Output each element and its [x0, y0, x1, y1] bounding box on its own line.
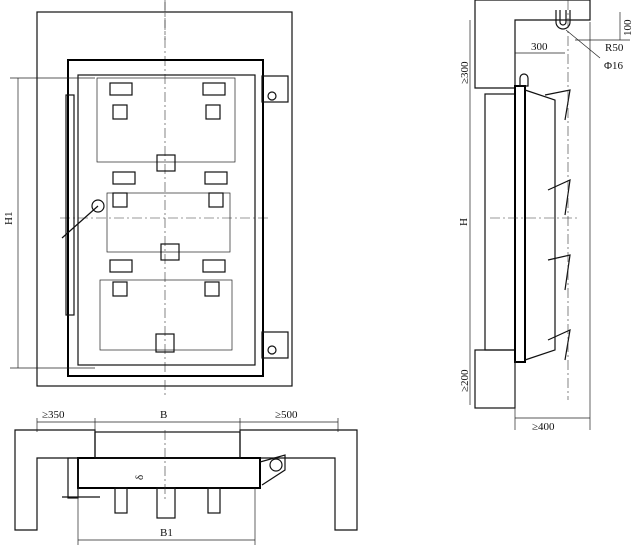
hook-diameter-label: Φ16 — [604, 60, 624, 72]
hook-height-label: 100 — [622, 19, 634, 36]
right-wall-section — [239, 429, 358, 531]
h1-dimension: H1 — [3, 77, 95, 369]
locking-bolts — [109, 82, 228, 353]
door-leaf-side — [514, 85, 526, 363]
upper-wall-section — [474, 0, 591, 89]
b-label: B — [160, 409, 167, 421]
h-label: H — [458, 218, 470, 226]
door-frame-side — [484, 93, 516, 351]
opening-plan — [94, 431, 241, 459]
side-view: ≥300 H ≥200 300 100 R50 Φ16 ≥400 — [458, 0, 634, 433]
left-wall-section — [14, 429, 96, 531]
panel-bottom — [99, 279, 233, 351]
left-clearance-label: ≥350 — [42, 409, 65, 421]
panel-middle — [106, 192, 231, 253]
handle — [61, 94, 105, 316]
door-body-plan — [77, 457, 261, 489]
b1-label: B1 — [160, 527, 173, 539]
thickness-label: δ — [134, 475, 146, 480]
right-clearance-label: ≥500 — [275, 409, 298, 421]
hook-small — [519, 73, 529, 87]
latch-arms — [544, 89, 571, 361]
top-clearance-label: ≥300 — [459, 61, 471, 84]
plan-view: ≥350 B ≥500 δ B1 — [14, 409, 358, 545]
bottom-clearance-label: ≥200 — [459, 369, 471, 392]
lifting-hook — [555, 10, 571, 30]
panel-top — [96, 77, 236, 163]
front-view: H1 — [3, 0, 293, 395]
side-clearance-label: ≥400 — [532, 421, 555, 433]
hook-offset-label: 300 — [531, 41, 548, 53]
wall-opening-outline — [36, 11, 293, 387]
door-frame — [67, 59, 264, 377]
hook-radius-label: R50 — [605, 42, 624, 54]
door-body-side — [524, 89, 556, 361]
plan-bolts — [62, 454, 286, 519]
door-leaf — [77, 74, 256, 366]
lower-wall-section — [474, 349, 516, 409]
h1-label: H1 — [3, 212, 15, 225]
hinges — [261, 75, 289, 359]
